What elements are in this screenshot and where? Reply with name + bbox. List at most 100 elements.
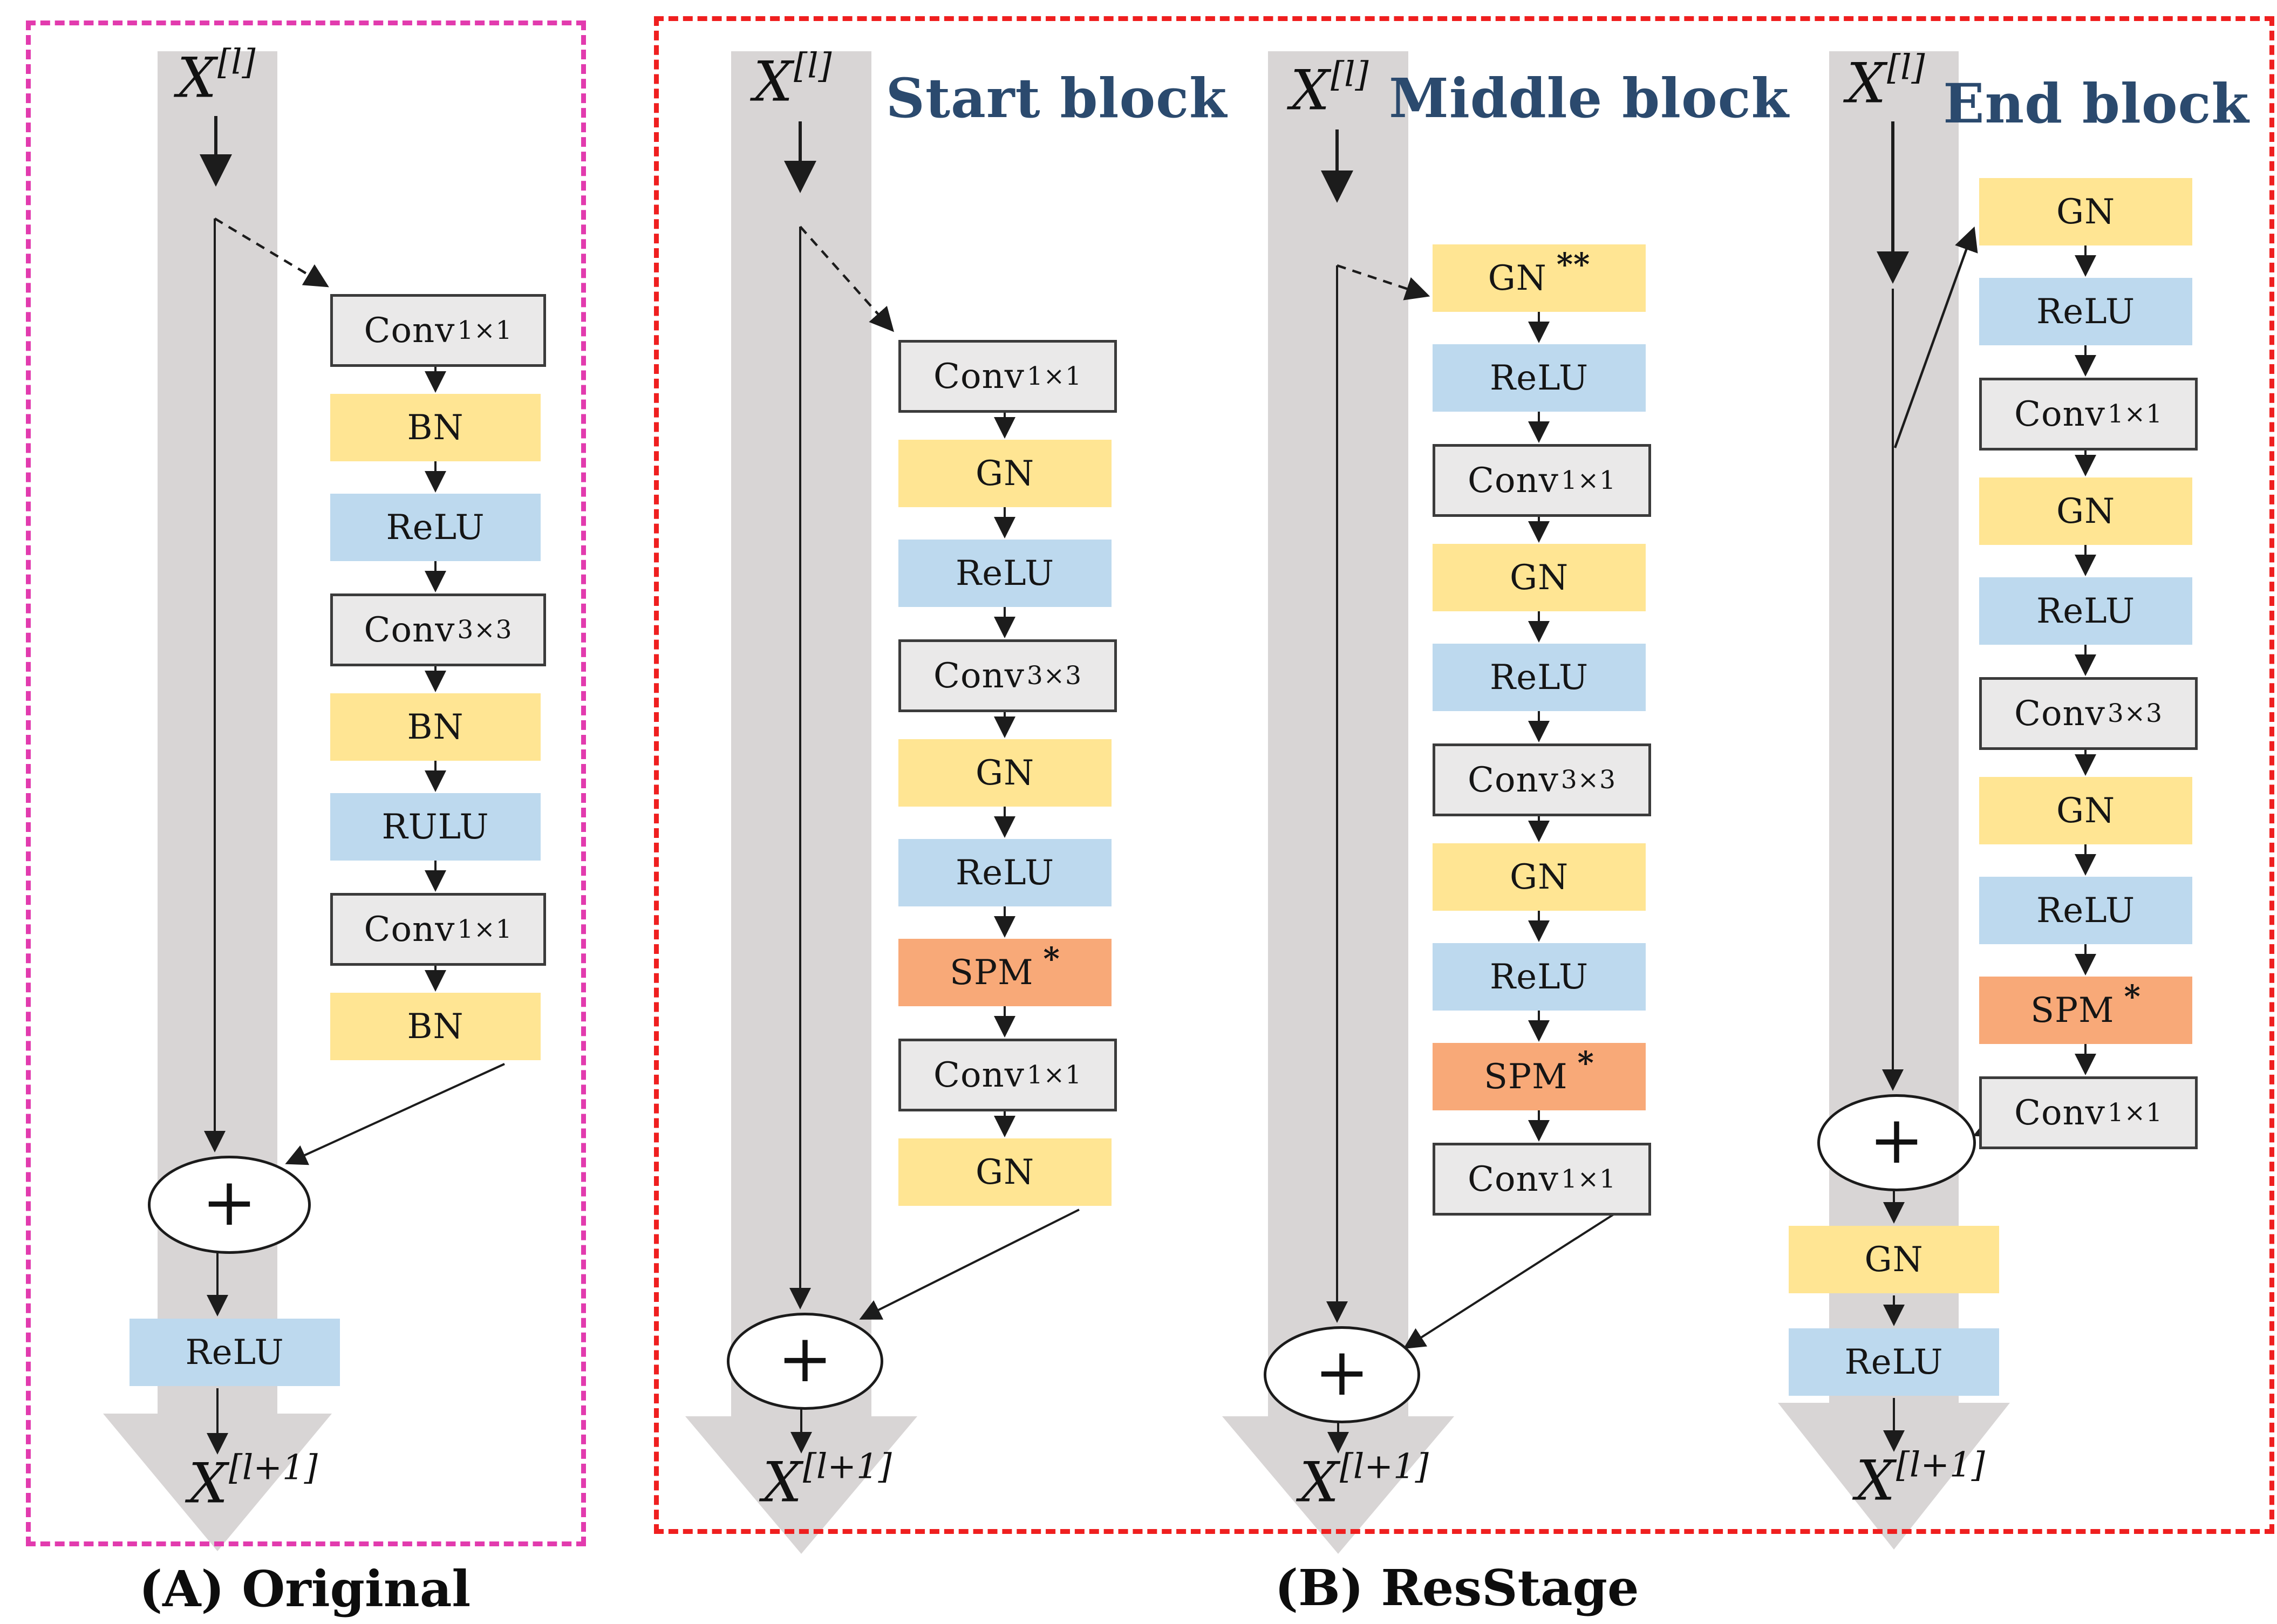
node-label-size: 3×3 [457,615,513,645]
node-label: RULU [381,807,489,847]
node-label: ReLU [2036,291,2135,332]
node-box-relu: ReLU [1979,877,2192,944]
node-box-spm: SPM* [898,939,1112,1006]
output-label: X[l+1] [188,1448,317,1516]
node-box-rulu: RULU [330,793,541,861]
node-label: Conv [364,909,455,950]
node-label: GN [975,1152,1035,1192]
skip-band-arrowhead [1222,1416,1454,1554]
block-title: Middle block [1389,66,1789,130]
node-box-gn: GN [1979,178,2192,245]
node-label: GN [2056,491,2116,531]
asterisk-mark: * [1577,1044,1594,1081]
output-label-base: X [1856,1449,1895,1513]
node-box-bn: BN [330,394,541,461]
node-label: SPM [1484,1056,1568,1097]
output-label-base: X [188,1451,228,1516]
block-title: Start block [885,66,1228,130]
node-box-spm: SPM* [1433,1043,1646,1110]
node-label: ReLU [956,553,1054,593]
node-box-gn: GN [1979,477,2192,545]
branch-arrow [214,217,329,288]
block-title: End block [1943,72,2249,135]
node-label-size: 3×3 [2107,699,2163,728]
node-label: Conv [1467,460,1559,501]
output-label-sup: [l+1] [802,1446,892,1487]
node-label: Conv [364,310,455,351]
plus-ellipse: + [1264,1326,1420,1423]
node-box-gn: GN [1789,1226,1999,1293]
node-label: ReLU [1490,358,1589,398]
input-label: X[l] [753,46,831,114]
node-label: Conv [1467,1159,1559,1199]
residual-arrow [859,1209,1080,1320]
node-label: Conv [2014,1093,2105,1133]
node-box-relu: ReLU [1433,943,1646,1011]
node-label: Conv [2014,394,2105,434]
node-label: Conv [933,356,1025,397]
node-box-gn: GN [898,440,1112,507]
output-label-base: X [762,1450,802,1515]
input-label-base: X [1290,58,1330,123]
node-label: GN [975,753,1035,793]
panel-caption-b: (B) ResStage [1274,1559,1639,1617]
node-box-gn: GN [1433,544,1646,611]
node-label: Conv [2014,693,2105,734]
output-label-base: X [1299,1450,1339,1515]
input-label-base: X [753,50,793,114]
input-label: X[l] [1290,55,1368,123]
node-label-size: 1×1 [457,316,513,345]
residual-arrow [285,1063,505,1165]
node-box-gn: GN [1433,843,1646,911]
skip-band-arrowhead [685,1416,917,1554]
skip-band-arrowhead [103,1414,332,1551]
node-box-relu: ReLU [1433,644,1646,711]
node-label: ReLU [1844,1342,1944,1382]
node-label: ReLU [1490,657,1589,698]
output-label: X[l+1] [762,1447,891,1515]
node-label: ReLU [956,852,1054,893]
node-label: GN [1509,557,1569,598]
node-box-relu: ReLU [1979,278,2192,345]
branch-arrow-up [1893,226,1978,448]
node-label: GN [2056,192,2116,232]
output-label: X[l+1] [1299,1447,1428,1515]
node-label: ReLU [2036,890,2135,931]
output-label-sup: [l+1] [1339,1446,1429,1487]
plus-ellipse: + [1817,1094,1976,1191]
output-label: X[l+1] [1856,1445,1985,1513]
residual-arrow [1403,1212,1617,1349]
plus-sign: + [777,1320,833,1397]
node-label-size: 1×1 [1026,1060,1082,1090]
node-label-size: 1×1 [2107,399,2163,429]
input-label-base: X [177,46,217,111]
node-box-gn: GN [898,739,1112,807]
node-label: ReLU [386,507,485,548]
node-label: BN [407,1006,464,1047]
node-box-relu: ReLU [898,540,1112,607]
node-box-relu: ReLU [330,494,541,561]
input-label: X[l] [177,43,255,111]
node-label: ReLU [185,1332,284,1373]
node-label: GN [2056,790,2116,831]
node-label: Conv [933,656,1025,696]
plus-ellipse: + [727,1313,883,1410]
panel-frame-b [654,16,2274,1534]
node-box-spm: SPM* [1979,977,2192,1044]
panel-frame-a [26,21,586,1546]
asterisk-mark: * [1043,940,1060,977]
node-box-relu: ReLU [898,839,1112,906]
output-label-sup: [l+1] [228,1448,318,1488]
